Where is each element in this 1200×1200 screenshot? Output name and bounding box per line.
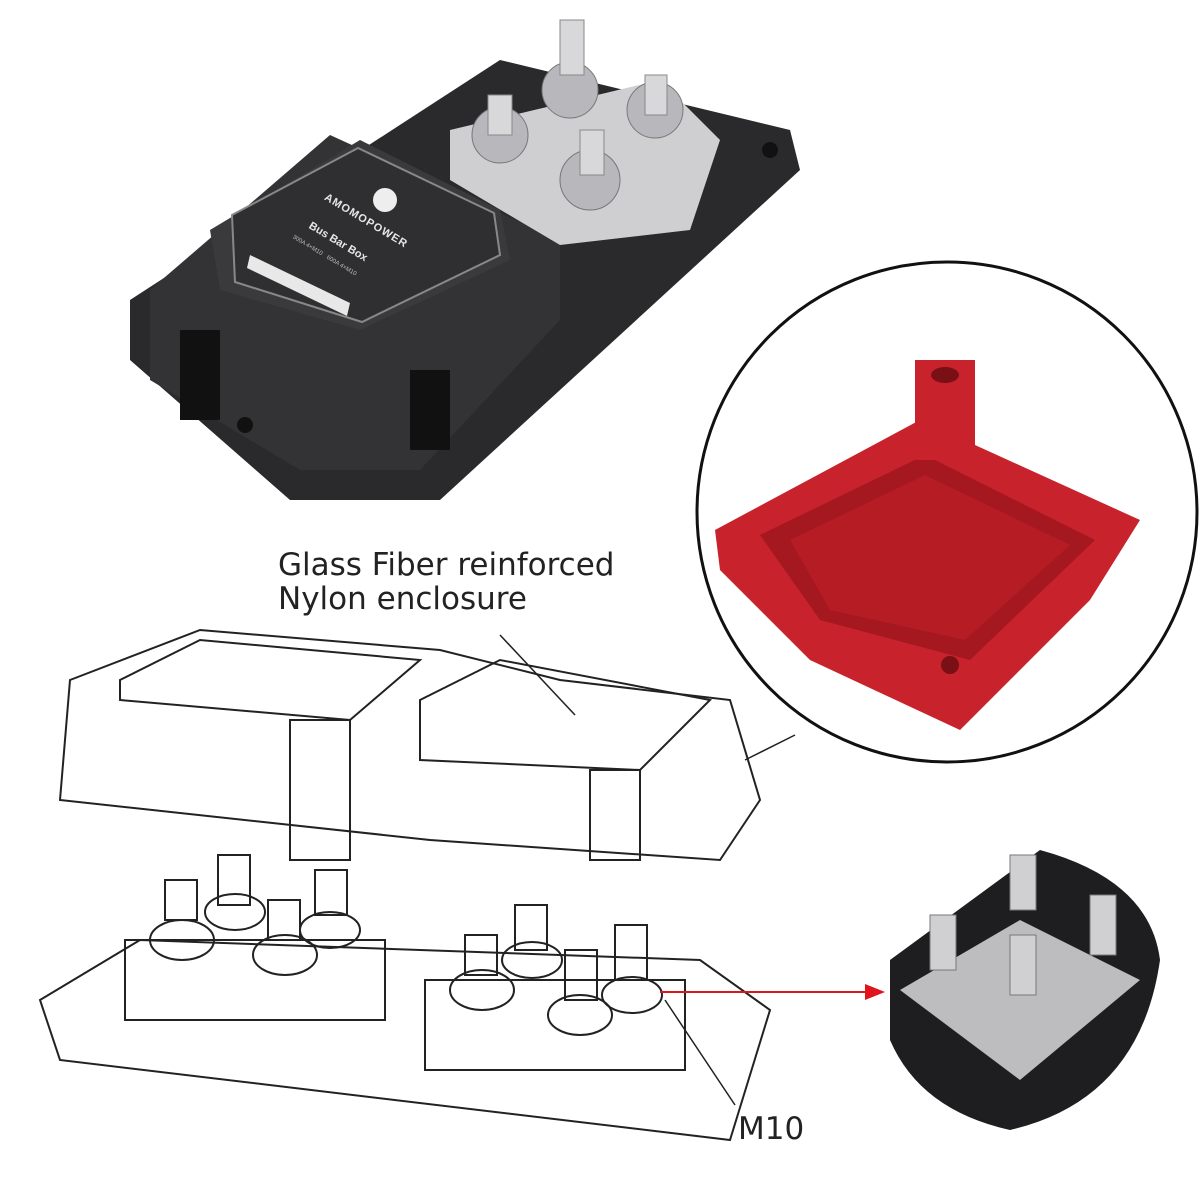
m10-callout: M10: [738, 1111, 805, 1147]
enclosure-callout: Glass Fiber reinforced Nylon enclosure: [278, 548, 614, 616]
red-cover-photo: [695, 260, 1199, 764]
enclosure-callout-line2: Nylon enclosure: [278, 581, 527, 617]
red-arrow: [660, 984, 885, 1000]
terminal-studs-photo: [890, 850, 1160, 1130]
exploded-line-drawing: [38, 628, 796, 1142]
enclosure-callout-line1: Glass Fiber reinforced: [278, 547, 615, 583]
bus-bar-box-photo: [130, 19, 800, 500]
